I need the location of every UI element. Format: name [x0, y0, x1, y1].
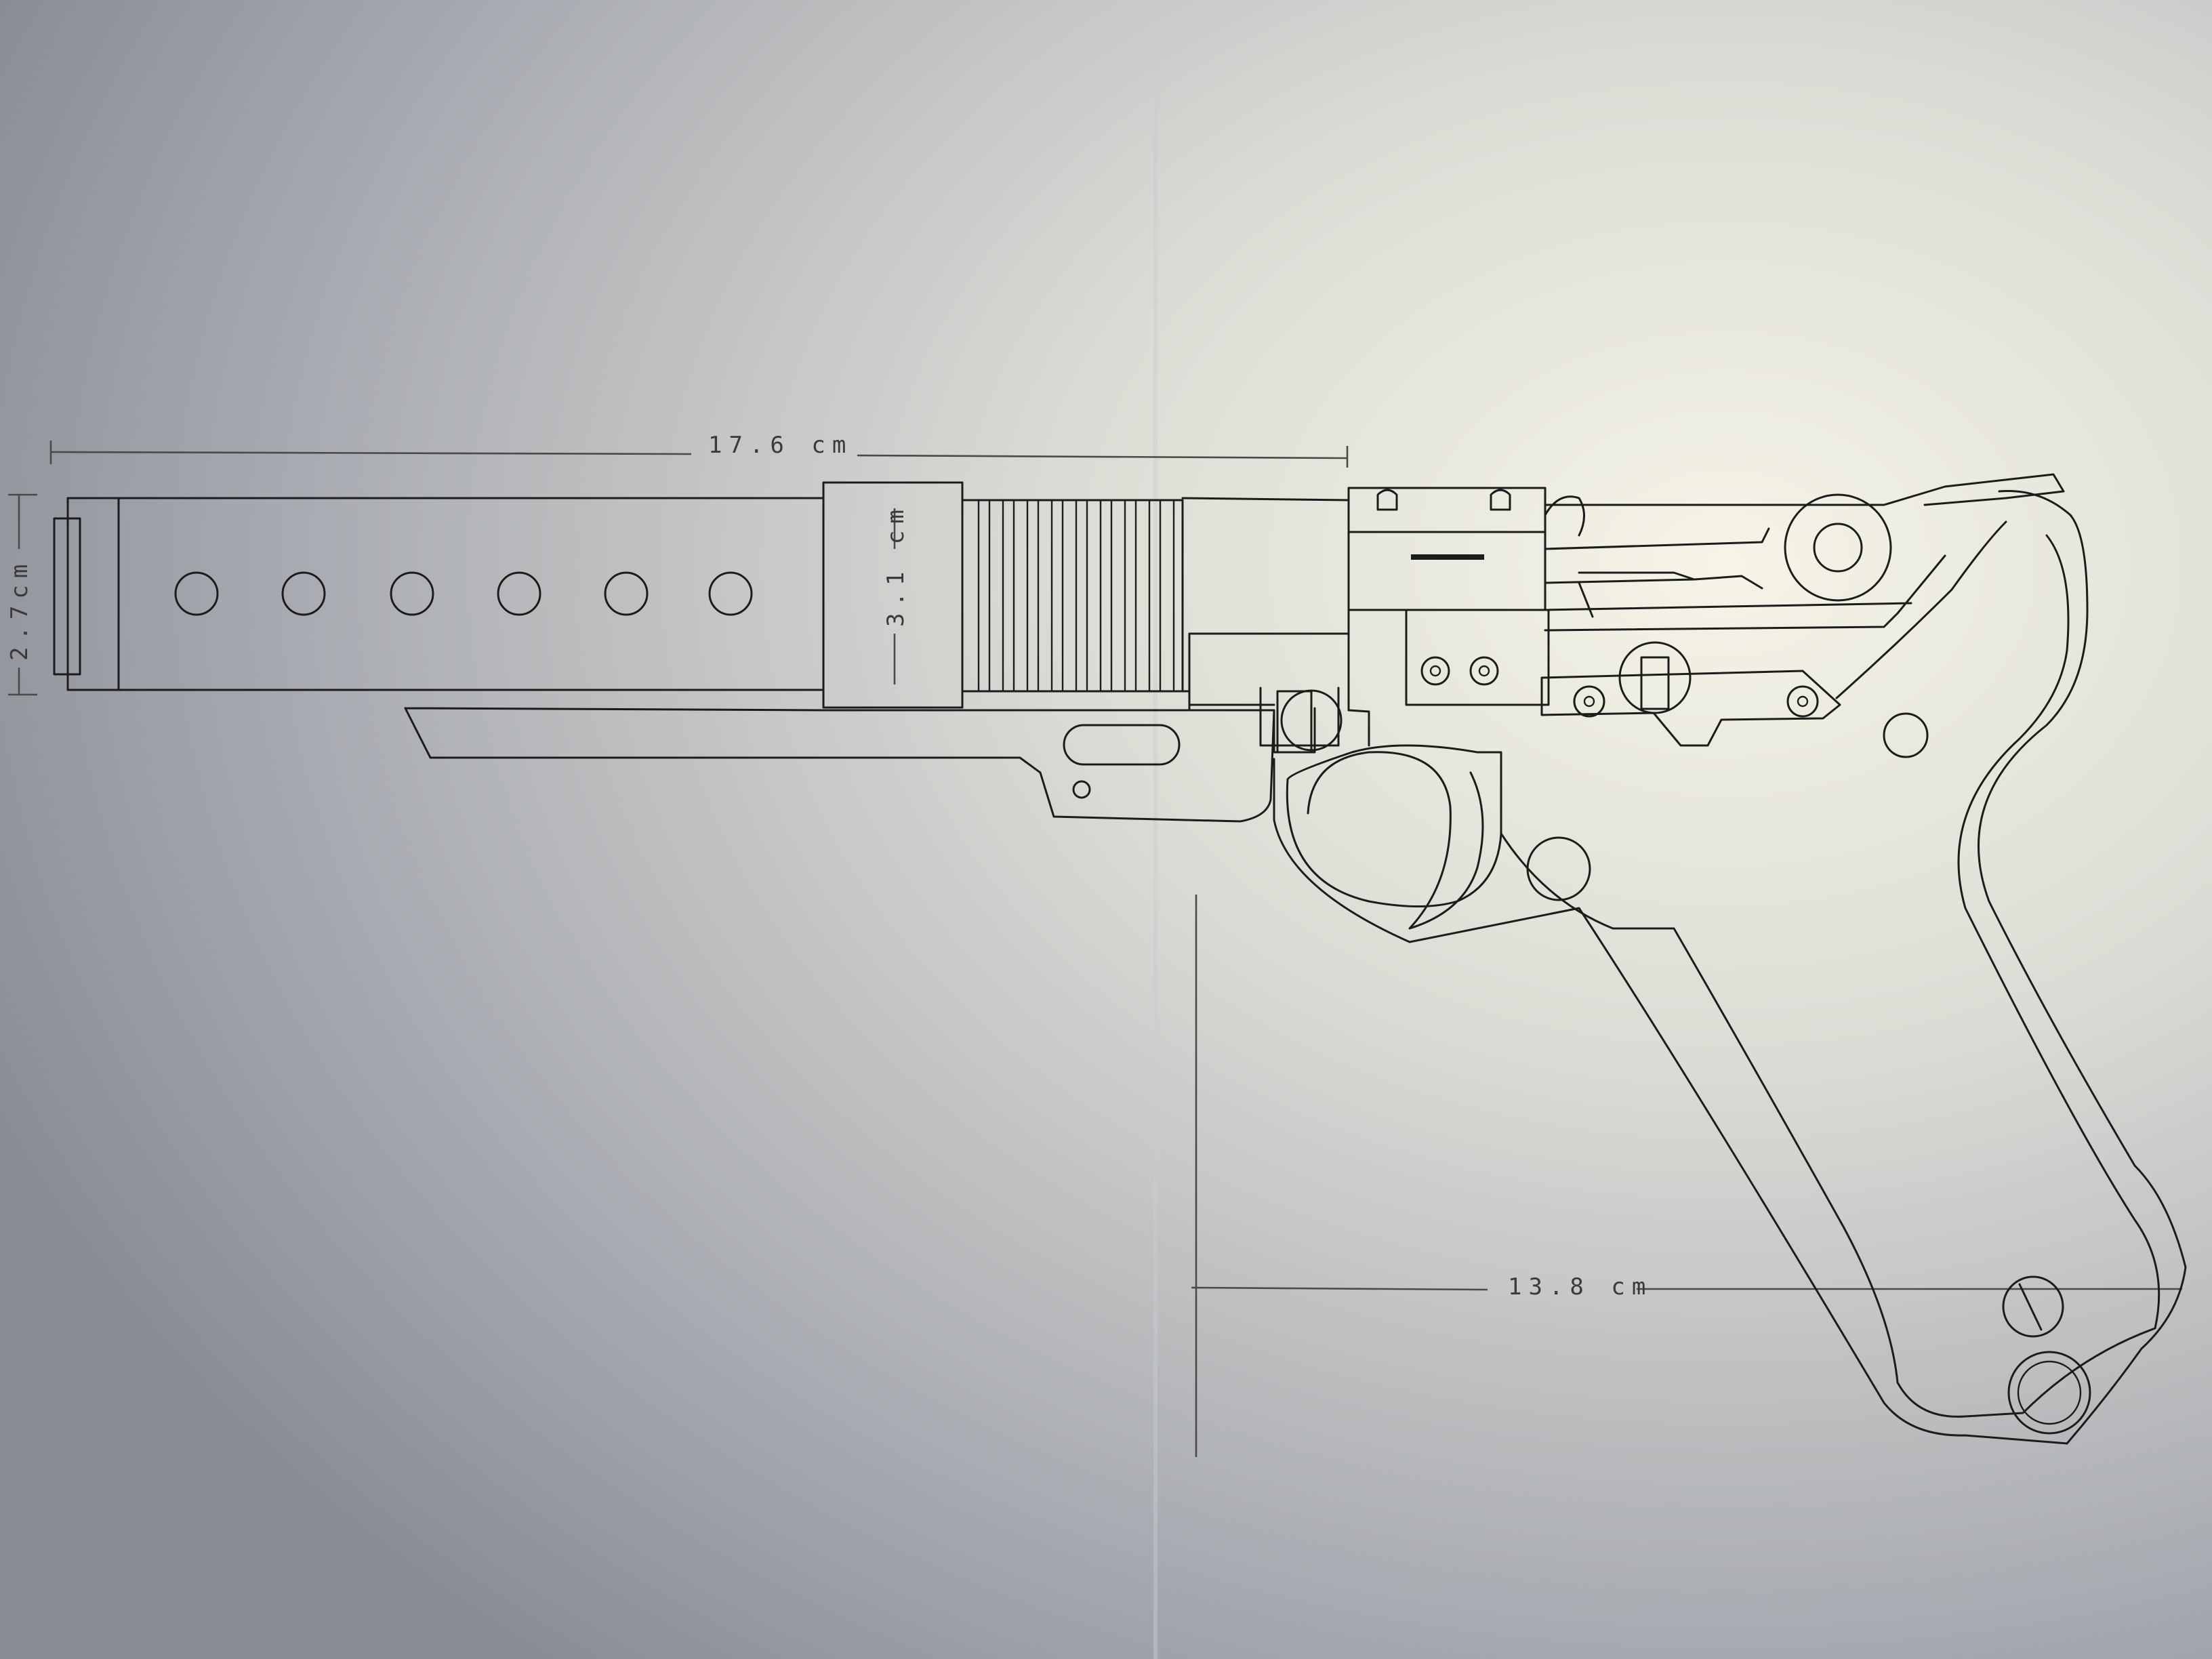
sight-bump-left	[1376, 489, 1398, 511]
receiver-upper	[1347, 531, 1547, 611]
grip-screw	[2002, 1275, 2064, 1338]
toggle-pin-right	[1786, 685, 1819, 718]
barrel-ribs	[961, 497, 1350, 693]
overall-length-label: 17.6 cm	[708, 432, 853, 459]
sight-bump-right	[1490, 489, 1511, 511]
safety-lever-block	[1276, 690, 1313, 754]
dimension-grip-width: 13.8 cm	[1191, 895, 2182, 1457]
magazine-base-knob	[2007, 1351, 2091, 1435]
vent-hole-2	[281, 571, 326, 616]
rear-toggle-knob-inner	[1813, 523, 1863, 573]
toggle-knob	[1618, 641, 1692, 714]
dimension-overall-length: 17.6 cm	[49, 432, 1349, 468]
vent-hole-6	[708, 571, 753, 616]
upper-frame-rails	[1544, 473, 2065, 632]
grip-width-label: 13.8 cm	[1508, 1273, 1652, 1300]
grip-screw-slot	[2018, 1283, 2043, 1331]
trigger	[1307, 751, 1484, 930]
grip-outline-inner	[1500, 534, 2160, 1418]
vent-hole-5	[604, 571, 649, 616]
rear-toggle-knob	[1784, 493, 1892, 602]
sleeve-height-label: 3.1 cm	[882, 503, 909, 627]
under-barrel-blade	[404, 707, 1275, 823]
grip-pin-top	[1883, 712, 1929, 758]
toggle-knob-slot	[1640, 656, 1670, 710]
vent-hole-3	[390, 571, 434, 616]
muzzle-height-label: 2.7cm	[6, 558, 33, 661]
dimension-muzzle-height: 2.7cm	[6, 493, 37, 696]
toggle-pin-left	[1573, 685, 1605, 718]
toggle-pin-left-core	[1583, 695, 1595, 708]
receiver-pin-2	[1469, 656, 1499, 686]
upper-frame-arch	[1544, 495, 1585, 537]
trigger-guard	[1286, 744, 1502, 907]
receiver-pin-2-core	[1478, 665, 1490, 677]
receiver-pin-1	[1420, 656, 1450, 686]
receiver-pin-1-core	[1429, 665, 1441, 677]
frame-pin-small	[1072, 780, 1091, 799]
grip-outline-outer	[1273, 489, 2187, 1445]
receiver	[1347, 473, 2065, 747]
vent-hole-1	[174, 571, 219, 616]
grip-panel-curve	[1835, 520, 2007, 699]
toggle-pin-right-core	[1797, 695, 1809, 708]
magazine-base-knob-inner	[2017, 1360, 2082, 1425]
frame-slot	[1063, 724, 1181, 766]
vent-hole-4	[497, 571, 541, 616]
